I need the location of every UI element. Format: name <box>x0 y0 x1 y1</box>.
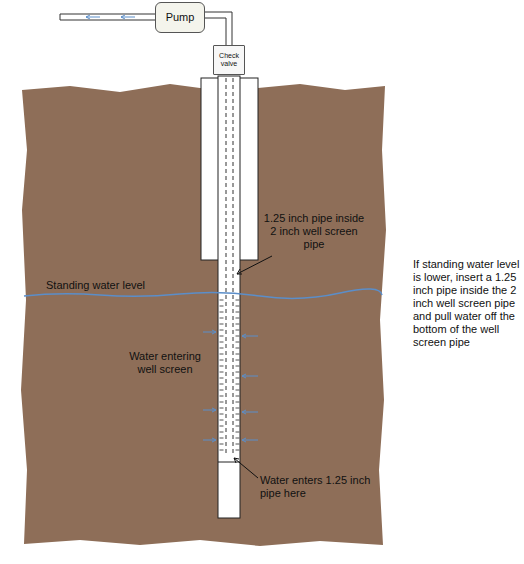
node-text: Pump <box>166 11 195 23</box>
flow-arrow <box>86 15 135 19</box>
screen-slots <box>220 300 240 450</box>
outlet-pipe <box>60 20 155 21</box>
outlet-pipe <box>60 14 155 15</box>
screen-end <box>218 462 240 463</box>
check-valve-box: Check valve <box>213 45 245 75</box>
inflow-label: Water entering well screen <box>128 350 202 376</box>
pipe-connector <box>205 12 232 45</box>
pipe-end <box>60 14 61 20</box>
pump-box: Pump <box>155 2 205 33</box>
inflow-arrows <box>203 330 258 442</box>
node-text: Check valve <box>216 52 242 68</box>
inner-pipe <box>226 78 227 456</box>
intake-label: Water enters 1.25 inch pipe here <box>260 474 378 500</box>
note-text: If standing water level is lower, insert… <box>413 258 521 349</box>
pipe-label: 1.25 inch pipe inside 2 inch well screen… <box>262 212 366 251</box>
inner-pipe <box>233 78 234 456</box>
leader-line <box>234 256 272 478</box>
water-level-label: Standing water level <box>46 279 196 292</box>
well-screen-pipe <box>218 76 240 518</box>
